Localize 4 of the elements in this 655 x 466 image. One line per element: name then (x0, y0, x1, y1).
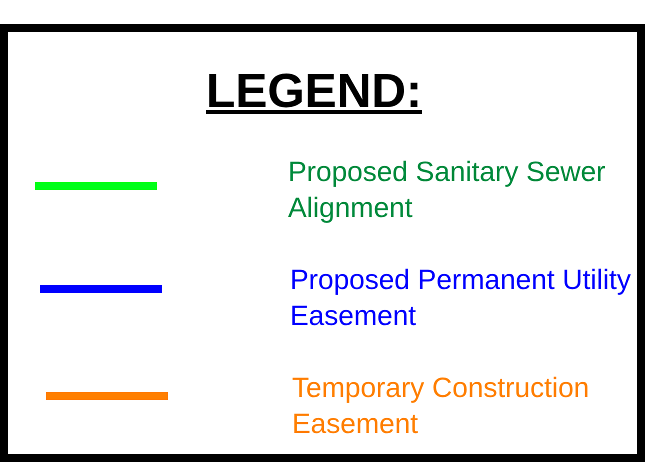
legend-text: Proposed Permanent Utility Easement (290, 263, 632, 333)
legend-text: Temporary Construction Easement (292, 371, 590, 441)
legend-text: Proposed Sanitary Sewer Alignment (288, 155, 607, 225)
legend-title: LEGEND: (206, 64, 422, 120)
